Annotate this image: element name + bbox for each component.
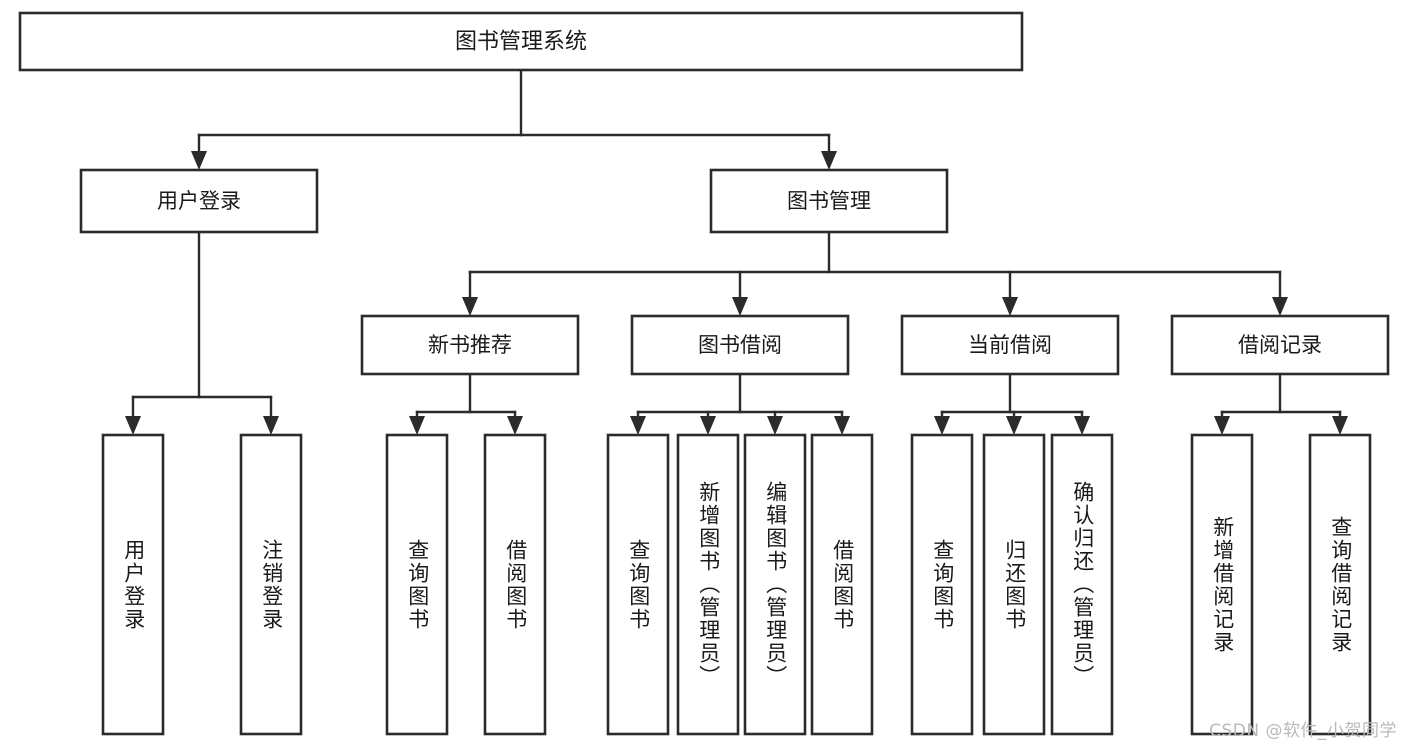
node-label-new-book-recommend: 新书推荐: [428, 333, 512, 357]
connector-arrow-icon: [700, 416, 716, 435]
connector-arrow-icon: [191, 151, 207, 170]
connector-arrow-icon: [1074, 416, 1090, 435]
node-root-root[interactable]: [18, 11, 1024, 72]
node-label-book-borrow: 图书借阅: [698, 333, 782, 357]
connector-arrow-icon: [1272, 297, 1288, 316]
node-label-current-borrow: 当前借阅: [968, 333, 1052, 357]
connector-arrow-icon: [1332, 416, 1348, 435]
node-book-manage[interactable]: [709, 168, 949, 234]
node-leaf-query-book-borrow[interactable]: [606, 433, 670, 736]
node-leaf-user-login[interactable]: [101, 433, 165, 736]
node-leaf-user-logout[interactable]: [239, 433, 303, 736]
node-box-layer: [18, 11, 1390, 736]
node-leaf-add-borrow-record[interactable]: [1190, 433, 1254, 736]
node-label-user-login: 用户登录: [157, 189, 241, 213]
node-label-borrow-record: 借阅记录: [1238, 333, 1322, 357]
connector-arrow-icon: [125, 416, 141, 435]
node-user-login[interactable]: [79, 168, 319, 234]
connector-arrow-icon: [821, 151, 837, 170]
node-new-book-recommend[interactable]: [360, 314, 580, 376]
node-leaf-add-book-admin[interactable]: [676, 433, 740, 736]
connector-arrow-icon: [630, 416, 646, 435]
node-root-label: 图书管理系统: [455, 30, 587, 55]
node-current-borrow[interactable]: [900, 314, 1120, 376]
node-leaf-return-book[interactable]: [982, 433, 1046, 736]
node-leaf-query-book-new[interactable]: [385, 433, 449, 736]
node-leaf-borrow-book-new[interactable]: [483, 433, 547, 736]
connector-arrow-icon: [1002, 297, 1018, 316]
connector-arrow-icon: [1214, 416, 1230, 435]
node-leaf-query-book-current[interactable]: [910, 433, 974, 736]
node-leaf-confirm-return-admin[interactable]: [1050, 433, 1114, 736]
connector-arrow-icon: [1006, 416, 1022, 435]
node-leaf-query-borrow-record[interactable]: [1308, 433, 1372, 736]
connector-arrow-icon: [834, 416, 850, 435]
connector-arrow-icon: [263, 416, 279, 435]
node-leaf-borrow-book[interactable]: [810, 433, 874, 736]
connector-arrow-icon: [732, 297, 748, 316]
node-leaf-edit-book-admin[interactable]: [743, 433, 807, 736]
csdn-watermark: CSDN @软件_小贺同学: [1209, 721, 1397, 741]
connector-layer: [125, 68, 1348, 435]
connector-arrow-icon: [409, 416, 425, 435]
connector-arrow-icon: [934, 416, 950, 435]
node-book-borrow[interactable]: [630, 314, 850, 376]
node-label-book-manage: 图书管理: [787, 189, 871, 213]
connector-arrow-icon: [507, 416, 523, 435]
connector-arrow-icon: [462, 297, 478, 316]
connector-arrow-icon: [767, 416, 783, 435]
node-borrow-record[interactable]: [1170, 314, 1390, 376]
